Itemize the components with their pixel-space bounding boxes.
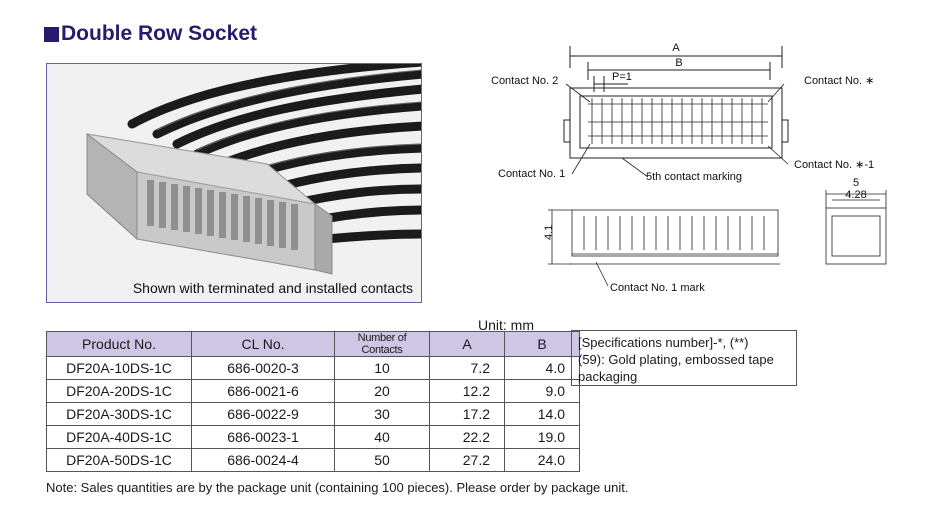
- table-row: DF20A-20DS-1C 686-0021-6 20 12.2 9.0: [46, 379, 580, 403]
- cell-b: 14.0: [504, 402, 580, 426]
- sales-note: Note: Sales quantities are by the packag…: [46, 480, 629, 495]
- cell-cl-no: 686-0023-1: [191, 425, 335, 449]
- cell-cl-no: 686-0022-9: [191, 402, 335, 426]
- dim-a-label: A: [672, 42, 680, 54]
- cell-product-no: DF20A-50DS-1C: [46, 448, 192, 472]
- dim-b-label: B: [675, 57, 682, 69]
- contact-no-2-label: Contact No. 2: [491, 75, 558, 87]
- contact-no-star-label: Contact No. ∗: [804, 75, 874, 87]
- cell-b: 19.0: [504, 425, 580, 449]
- cell-cl-no: 686-0024-4: [191, 448, 335, 472]
- cell-a: 27.2: [429, 448, 505, 472]
- cell-b: 4.0: [504, 356, 580, 380]
- cell-contacts: 30: [334, 402, 430, 426]
- spec-line-1: [Specifications number]-*, (**): [578, 335, 749, 350]
- cell-contacts: 10: [334, 356, 430, 380]
- table-row: DF20A-40DS-1C 686-0023-1 40 22.2 19.0: [46, 425, 580, 449]
- product-table: Product No. CL No. Number of Contacts A …: [46, 331, 580, 472]
- contact-no-1-mark-label: Contact No. 1 mark: [610, 282, 705, 294]
- table-row: DF20A-50DS-1C 686-0024-4 50 27.2 24.0: [46, 448, 580, 472]
- section-title: Double Row Socket: [44, 22, 257, 46]
- table-row: DF20A-10DS-1C 686-0020-3 10 7.2 4.0: [46, 356, 580, 380]
- cell-contacts: 50: [334, 448, 430, 472]
- cell-a: 17.2: [429, 402, 505, 426]
- section-title-text: Double Row Socket: [61, 22, 258, 45]
- cell-product-no: DF20A-20DS-1C: [46, 379, 192, 403]
- cell-b: 24.0: [504, 448, 580, 472]
- header-a: A: [429, 331, 505, 357]
- cell-contacts: 20: [334, 379, 430, 403]
- table-header-row: Product No. CL No. Number of Contacts A …: [46, 331, 580, 357]
- cell-product-no: DF20A-30DS-1C: [46, 402, 192, 426]
- connector-photo-illustration: [47, 64, 421, 302]
- product-photo: Shown with terminated and installed cont…: [46, 63, 422, 303]
- contact-no-1-label: Contact No. 1: [498, 168, 565, 180]
- cell-cl-no: 686-0021-6: [191, 379, 335, 403]
- cell-cl-no: 686-0020-3: [191, 356, 335, 380]
- fifth-contact-marking-label: 5th contact marking: [646, 171, 742, 183]
- header-number-of-contacts: Number of Contacts: [334, 331, 430, 357]
- dim-4-1-label: 4.1: [543, 225, 555, 240]
- table-row: DF20A-30DS-1C 686-0022-9 30 17.2 14.0: [46, 402, 580, 426]
- contact-no-star-minus-1-label: Contact No. ∗-1: [794, 159, 874, 171]
- unit-label: Unit: mm: [478, 317, 534, 333]
- cell-a: 22.2: [429, 425, 505, 449]
- cell-a: 12.2: [429, 379, 505, 403]
- cell-product-no: DF20A-10DS-1C: [46, 356, 192, 380]
- pitch-label: P=1: [612, 71, 632, 83]
- cell-b: 9.0: [504, 379, 580, 403]
- dimension-drawing: A B P=1 Contact No. 2 Contact No. ∗ Cont…: [491, 42, 887, 294]
- dim-4-28-label: 4.28: [845, 189, 866, 201]
- header-b: B: [504, 331, 580, 357]
- specifications-box: [Specifications number]-*, (**) (59): Go…: [571, 330, 797, 386]
- cell-a: 7.2: [429, 356, 505, 380]
- cell-contacts: 40: [334, 425, 430, 449]
- header-product-no: Product No.: [46, 331, 192, 357]
- dim-5-label: 5: [853, 177, 859, 189]
- title-square-icon: [44, 26, 59, 42]
- photo-caption: Shown with terminated and installed cont…: [132, 280, 413, 296]
- header-cl-no: CL No.: [191, 331, 335, 357]
- cell-product-no: DF20A-40DS-1C: [46, 425, 192, 449]
- spec-line-2: (59): Gold plating, embossed tape packag…: [578, 352, 774, 384]
